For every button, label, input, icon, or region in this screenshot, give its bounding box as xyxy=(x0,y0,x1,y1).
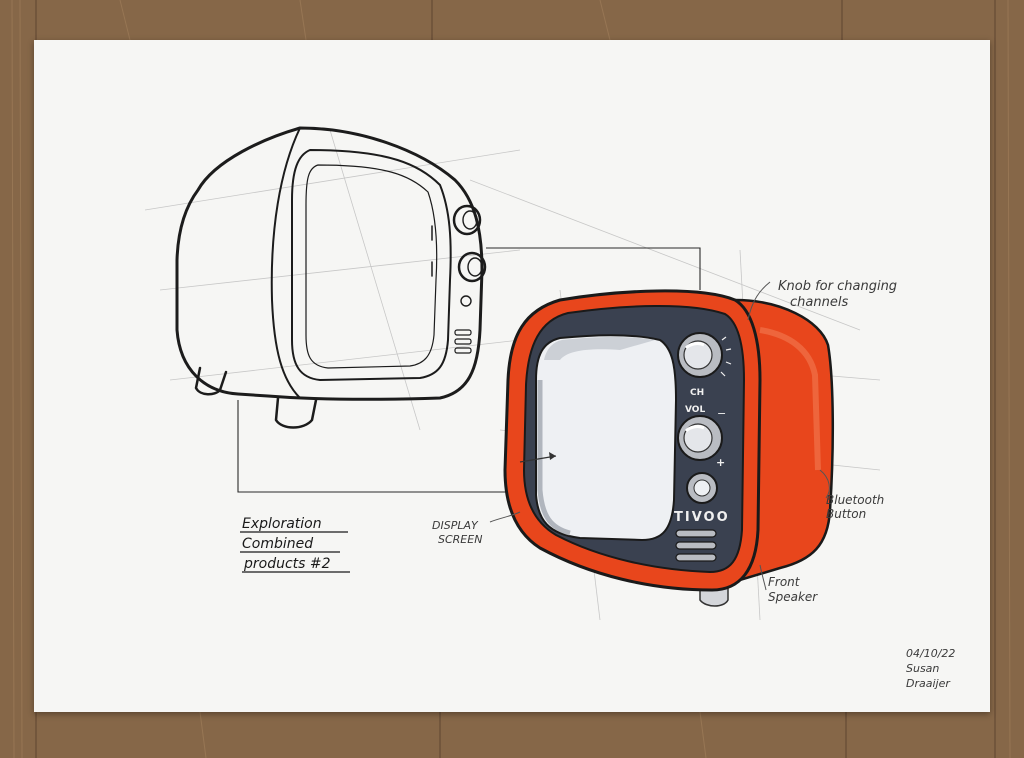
speaker-annotation-line1: Front xyxy=(768,575,801,589)
knob-annotation-line1: Knob for changing xyxy=(778,279,897,294)
connector-lines xyxy=(237,247,701,493)
title-line-3: products #2 xyxy=(243,556,331,572)
vol-label: VOL xyxy=(685,405,705,415)
annotation-leaders xyxy=(489,281,830,591)
signature-last-name: Draaijer xyxy=(906,677,951,690)
vol-plus-label: + xyxy=(716,456,725,469)
knob-annotation-line2: channels xyxy=(790,295,848,310)
display-annotation-line2: SCREEN xyxy=(438,533,482,546)
signature-first-name: Susan xyxy=(906,662,939,675)
vol-minus-label: − xyxy=(717,407,726,420)
outline-tv-sketch xyxy=(175,126,487,429)
speaker-annotation-line2: Speaker xyxy=(768,590,818,604)
ch-label: CH xyxy=(690,388,704,398)
brand-logo-text: TIVOO xyxy=(674,510,730,525)
display-annotation-line1: DISPLAY xyxy=(432,519,479,532)
bluetooth-annotation-line1: Bluetooth xyxy=(826,493,884,507)
title-line-1: Exploration xyxy=(242,516,322,532)
signature-date: 04/10/22 xyxy=(906,647,955,660)
title-line-2: Combined xyxy=(242,536,313,552)
bluetooth-annotation-line2: Button xyxy=(826,507,866,521)
orange-tv-render xyxy=(503,289,835,607)
